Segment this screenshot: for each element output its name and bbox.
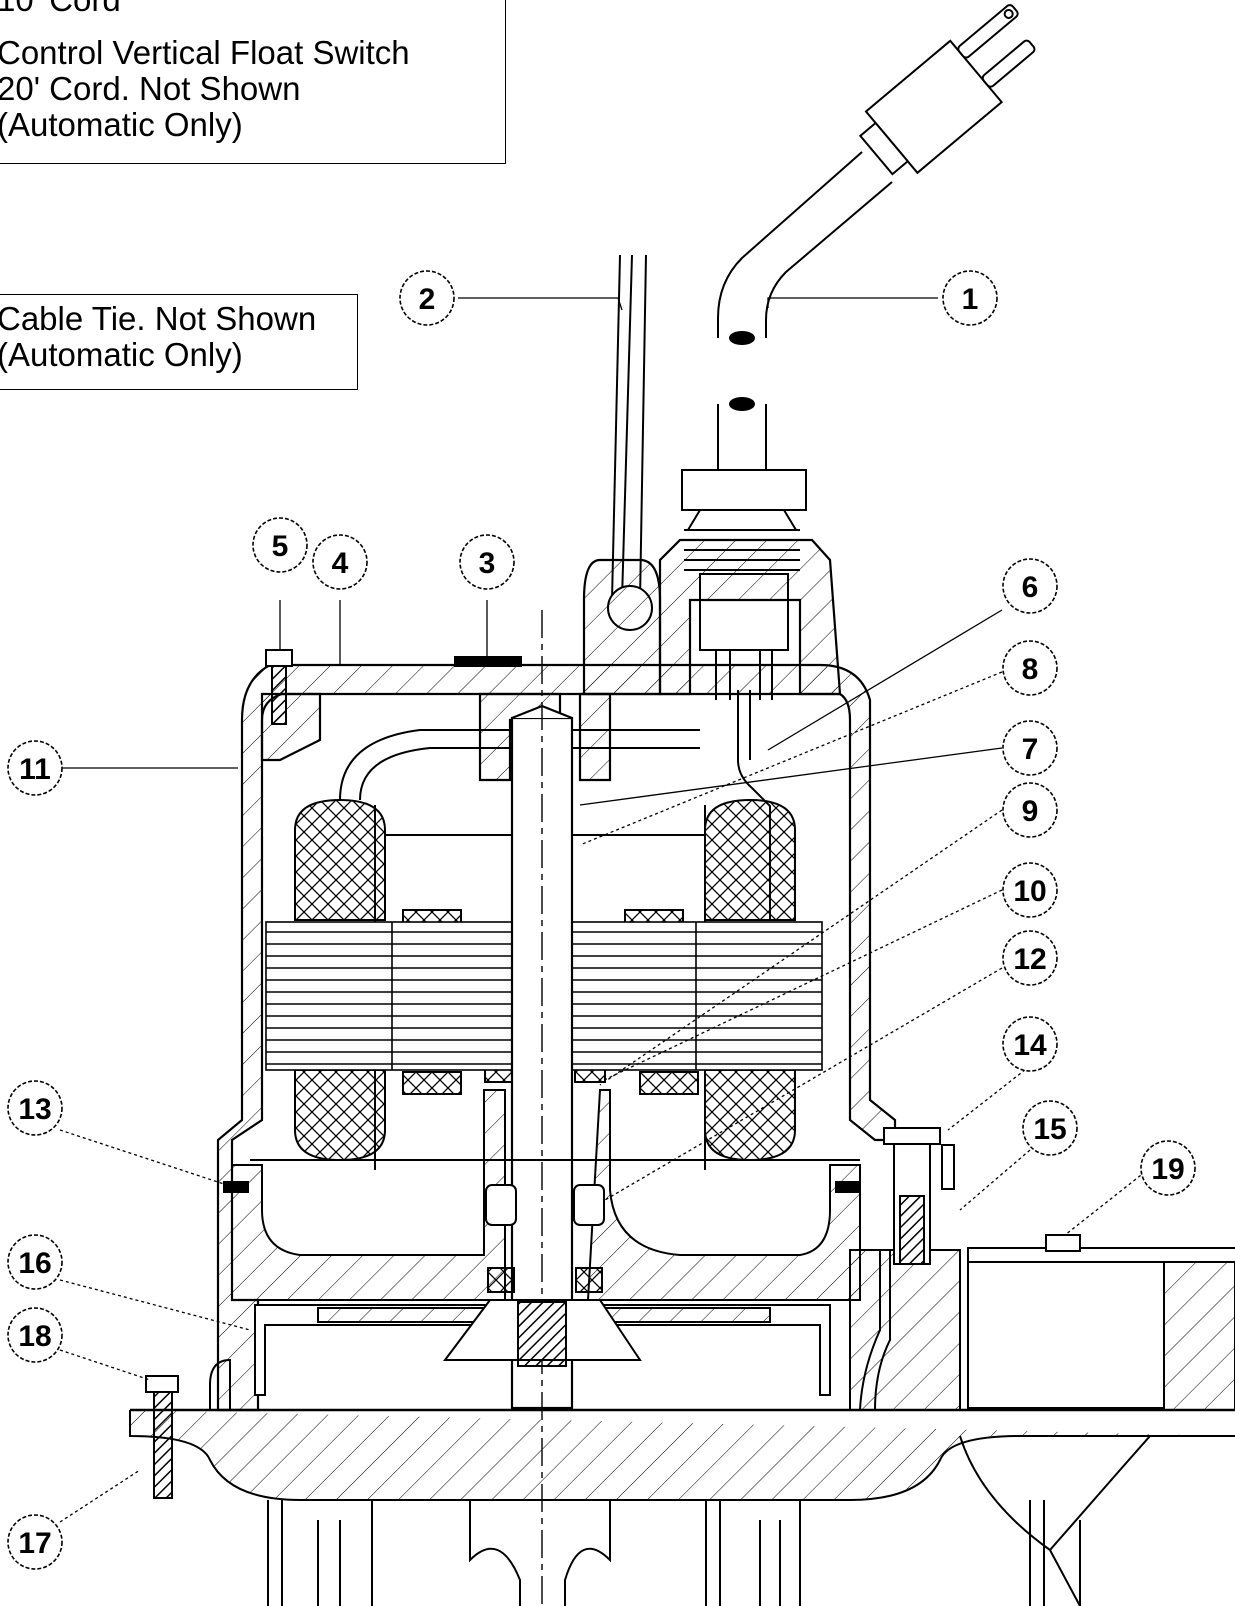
svg-text:3: 3 <box>479 547 496 580</box>
cord-upper <box>717 151 893 338</box>
plug <box>858 4 1036 176</box>
svg-text:14: 14 <box>1013 1029 1047 1062</box>
callout-11: 11 <box>7 740 63 796</box>
svg-text:10: 10 <box>1013 875 1046 908</box>
cable-tie-note: Cable Tie. Not Shown (Automatic Only) <box>0 294 358 390</box>
svg-text:7: 7 <box>1022 733 1039 766</box>
svg-text:9: 9 <box>1022 795 1039 828</box>
svg-text:19: 19 <box>1151 1153 1184 1186</box>
callout-5: 5 <box>252 517 308 573</box>
svg-text:17: 17 <box>18 1527 51 1560</box>
callout-10: 10 <box>1002 862 1058 918</box>
cable-tie-note-line-2: (Automatic Only) <box>0 336 243 373</box>
float-switch-note-line-4: (Automatic Only) <box>0 106 243 143</box>
svg-text:1: 1 <box>962 283 979 316</box>
callout-17: 17 <box>7 1514 63 1570</box>
cable-tie-note-line-1: Cable Tie. Not Shown <box>0 300 317 337</box>
leader-lines <box>59 297 1151 1523</box>
float-switch-note-line-1: 10' Cord <box>0 0 121 18</box>
callout-12: 12 <box>1002 930 1058 986</box>
svg-text:12: 12 <box>1013 943 1046 976</box>
callout-9: 9 <box>1002 782 1058 838</box>
svg-text:11: 11 <box>19 753 51 786</box>
callout-7: 7 <box>1002 720 1058 776</box>
fasteners <box>145 649 955 1499</box>
lower-bearing-housing <box>231 1089 861 1301</box>
float-switch-note-line-2: Control Vertical Float Switch <box>0 34 410 71</box>
cord-strain-relief <box>681 469 807 531</box>
float-switch-note-line-3: 20' Cord. Not Shown <box>0 70 301 107</box>
discharge-body <box>849 1234 1235 1606</box>
callout-6: 6 <box>1002 558 1058 614</box>
base-legs <box>267 1500 1081 1606</box>
callout-2: 2 <box>399 270 455 326</box>
svg-text:2: 2 <box>419 283 436 316</box>
motor-windings <box>294 729 796 1170</box>
svg-text:18: 18 <box>18 1320 51 1353</box>
svg-text:6: 6 <box>1022 571 1039 604</box>
svg-text:13: 13 <box>18 1093 51 1126</box>
svg-text:16: 16 <box>18 1247 51 1280</box>
svg-text:8: 8 <box>1022 653 1039 686</box>
svg-text:4: 4 <box>332 547 349 580</box>
callout-19: 19 <box>1140 1140 1196 1196</box>
callout-15: 15 <box>1022 1100 1078 1156</box>
float-switch-note: 10' Cord Control Vertical Float Switch 2… <box>0 0 506 164</box>
motor-shaft <box>510 610 574 1606</box>
callout-1: 1 <box>942 270 998 326</box>
callout-13: 13 <box>7 1080 63 1136</box>
svg-text:15: 15 <box>1033 1113 1066 1146</box>
callout-16: 16 <box>7 1234 63 1290</box>
impeller-and-volute <box>129 1249 1235 1501</box>
cord-lower <box>717 404 767 470</box>
callout-markers: 1 2 3 4 5 6 7 8 9 10 11 12 13 14 15 16 1… <box>7 270 1196 1570</box>
callout-14: 14 <box>1002 1016 1058 1072</box>
callout-18: 18 <box>7 1307 63 1363</box>
callout-3: 3 <box>459 534 515 590</box>
callout-8: 8 <box>1002 640 1058 696</box>
callout-4: 4 <box>312 534 368 590</box>
power-cord-and-plug <box>681 4 1036 920</box>
svg-text:5: 5 <box>272 530 289 563</box>
